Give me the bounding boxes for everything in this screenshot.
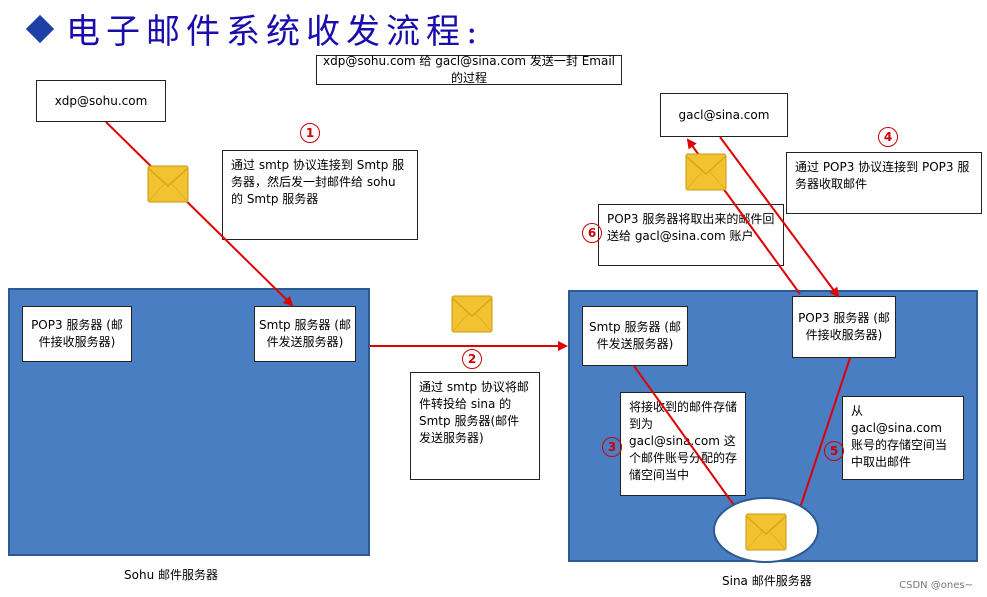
receiver-account-box: gacl@sina.com xyxy=(660,93,788,137)
sohu-smtp-server: Smtp 服务器 (邮件发送服务器) xyxy=(254,306,356,362)
sina-server-label: Sina 邮件服务器 xyxy=(722,574,812,588)
sina-smtp-server: Smtp 服务器 (邮件发送服务器) xyxy=(582,306,688,366)
arrow-receiver-to-sina-pop3 xyxy=(719,136,840,298)
arrow-sina-smtp-to-storage xyxy=(633,365,748,524)
arrow-sender-to-sohu-smtp xyxy=(105,121,294,307)
step-3-box: 将接收到的邮件存储到为 gacl@sina.com 这个邮件账号分配的存储空间当… xyxy=(620,392,746,496)
arrow-storage-to-sina-pop3 xyxy=(793,357,851,522)
header-note: xdp@sohu.com 给 gacl@sina.com 发送一封 Email … xyxy=(316,54,622,85)
sohu-pop3-server: POP3 服务器 (邮件接收服务器) xyxy=(22,306,132,362)
step-2-box: 通过 smtp 协议将邮件转投给 sina 的 Smtp 服务器(邮件发送服务器… xyxy=(410,372,540,480)
page-title: 电子邮件系统收发流程: xyxy=(66,12,484,52)
envelope-icon xyxy=(147,165,189,203)
envelope-icon xyxy=(451,295,493,333)
step-3-number: 3 xyxy=(602,436,622,457)
step-5-number: 5 xyxy=(824,440,844,461)
envelope-icon xyxy=(685,153,727,191)
step-1-box: 通过 smtp 协议连接到 Smtp 服务器，然后发一封邮件给 sohu 的 S… xyxy=(222,150,418,240)
sohu-server-label: Sohu 邮件服务器 xyxy=(124,568,218,582)
step-6-number: 6 xyxy=(582,222,602,243)
step-4-number: 4 xyxy=(878,126,898,147)
title-row: 电子邮件系统收发流程: xyxy=(25,4,484,53)
sina-pop3-server: POP3 服务器 (邮件接收服务器) xyxy=(792,296,896,358)
step-1-number: 1 xyxy=(300,122,320,143)
step-4-box: 通过 POP3 协议连接到 POP3 服务器收取邮件 xyxy=(786,152,982,214)
step-5-box: 从 gacl@sina.com 账号的存储空间当中取出邮件 xyxy=(842,396,964,480)
step-6-box: POP3 服务器将取出来的邮件回送给 gacl@sina.com 账户 xyxy=(598,204,784,266)
credit-text: CSDN @ones~ xyxy=(899,580,973,591)
envelope-icon xyxy=(745,513,787,551)
step-2-number: 2 xyxy=(462,348,482,369)
sender-account-box: xdp@sohu.com xyxy=(36,80,166,122)
